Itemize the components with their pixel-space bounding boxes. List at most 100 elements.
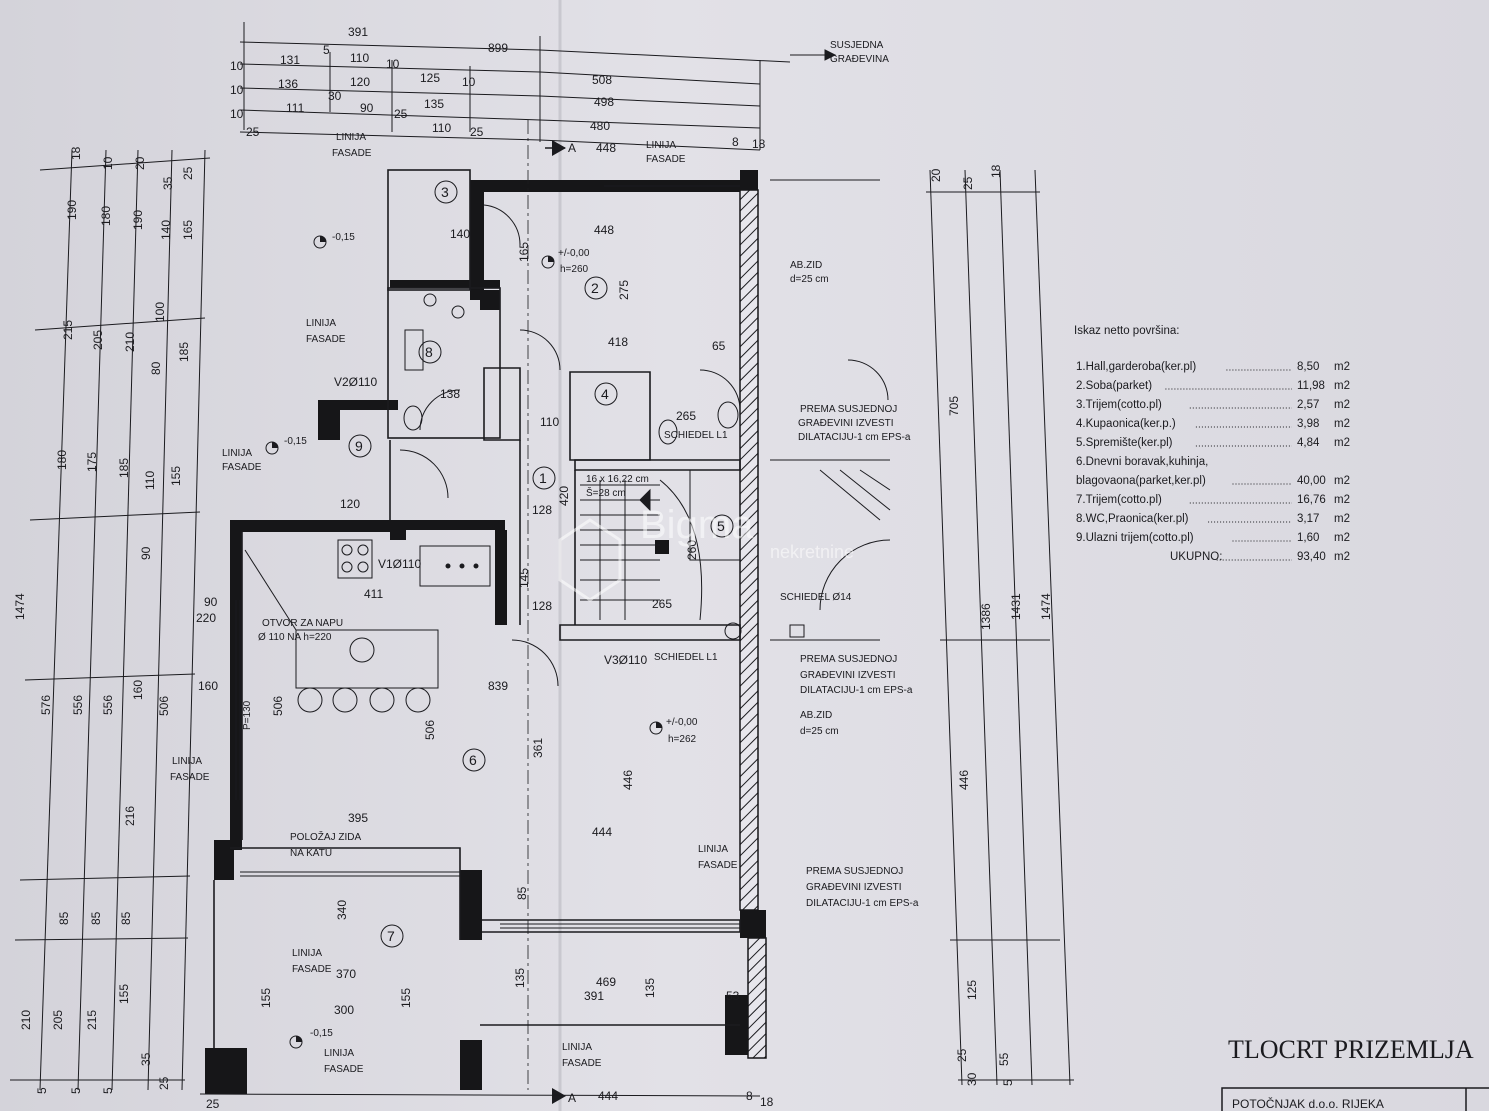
dim-label: 80 [149, 361, 163, 375]
note-stairs-1: 16 x 16,22 cm [586, 474, 649, 485]
firm-name: POTOČNJAK d.o.o. RIJEKA [1232, 1096, 1384, 1111]
sanitary-fixtures [403, 293, 805, 640]
facade-label-line1: LINIJA [562, 1042, 592, 1053]
note-otvor-1: OTVOR ZA NAPU [262, 618, 343, 629]
note-prema-2: GRAĐEVINI IZVESTI [806, 882, 902, 893]
dim-label: 361 [531, 738, 545, 758]
dim-label: 136 [278, 77, 298, 91]
wall-kitchen-top [395, 520, 505, 530]
wall-pillar-left [214, 840, 234, 880]
dim-label: 18 [69, 146, 83, 160]
dim-label: 506 [157, 696, 171, 716]
level-markers: -0,15 +/-0,00 h=260 -0,15 +/-0,00 h=262 … [265, 232, 698, 1049]
toilet [403, 405, 423, 431]
windows [235, 185, 740, 929]
dim-label: 155 [259, 988, 273, 1008]
dim-label: 128 [532, 503, 552, 517]
room-number: 5 [717, 518, 725, 534]
construction-notes: AB.ZID d=25 cm PREMA SUSJEDNOJ GRAĐEVINI… [242, 260, 919, 909]
dim-label: 444 [598, 1089, 618, 1103]
wall-bottom-mid-block [460, 1040, 482, 1090]
dim-label: 275 [617, 280, 631, 300]
dim-label: 90 [360, 101, 374, 115]
dim-label: 100 [153, 302, 167, 322]
wall-bottom-left-block [205, 1048, 247, 1094]
level-value: -0,15 [284, 436, 307, 447]
dim-label: 5 [101, 1087, 115, 1094]
dim-label: 125 [420, 71, 440, 85]
dim-label: 5 [323, 43, 330, 57]
yard-stairs [770, 179, 891, 641]
dim-label: 469 [596, 975, 616, 989]
area-row-name: 3.Trijem(cotto.pl) [1076, 399, 1162, 411]
wall-kitchen-right [495, 530, 507, 625]
dim-label: 705 [947, 396, 961, 416]
room-number-labels: 3 2 4 8 9 1 5 6 7 [355, 184, 725, 944]
dim-label: 111 [286, 101, 305, 115]
area-row-unit: m2 [1334, 475, 1350, 487]
section-mark-top: A [568, 141, 576, 155]
porch-room3-outline [387, 169, 471, 291]
dim-label: 391 [348, 25, 368, 39]
dim-label: 5 [1001, 1079, 1015, 1086]
room-number: 9 [355, 438, 363, 454]
neighbor-line-1: SUSJEDNA [830, 40, 884, 51]
dim-label: 131 [280, 53, 300, 67]
dim-label: 411 [364, 587, 383, 601]
watermark: Bigma nekretnine [558, 503, 854, 602]
stove-hob [337, 539, 373, 579]
dim-label: 55 [997, 1052, 1011, 1066]
room-number: 2 [591, 280, 599, 296]
facade-label-line1: LINIJA [306, 318, 336, 329]
title-box [1221, 1087, 1489, 1111]
dim-label: 145 [517, 568, 531, 588]
wall-wc-top [390, 280, 500, 288]
dim-label: 53 [726, 989, 740, 1003]
dim-label: 8 [732, 135, 739, 149]
area-row-name: 4.Kupaonica(ker.p.) [1076, 418, 1176, 430]
area-row-unit: m2 [1334, 532, 1350, 544]
dim-label: 135 [643, 978, 657, 998]
section-marks: A A [527, 120, 576, 1105]
facade-label-line2: FASADE [332, 148, 372, 159]
area-row-name: 2.Soba(parket) [1076, 380, 1152, 392]
top-dimension-lines [239, 22, 837, 151]
note-ab-zid: AB.ZID [790, 260, 822, 271]
room-number: 3 [441, 184, 449, 200]
note-prema-1: PREMA SUSJEDNOJ [806, 866, 903, 877]
door-swing [519, 329, 561, 371]
dim-label: 30 [328, 89, 342, 103]
dim-label: 20 [133, 156, 147, 170]
terrace-line [230, 847, 461, 940]
dim-label: 85 [57, 911, 71, 925]
door-swing [819, 539, 891, 611]
dim-label: 175 [85, 452, 99, 472]
area-row-name: 7.Trijem(cotto.pl) [1076, 494, 1162, 506]
right-dimension-lines [926, 169, 1074, 1086]
area-row-unit: m2 [1334, 418, 1350, 430]
left-dimension-lines [10, 149, 211, 1091]
area-row-value: 3,17 [1297, 513, 1319, 525]
dim-label: 18 [752, 137, 766, 151]
dim-label: 90 [204, 595, 218, 609]
note-prema-1: PREMA SUSJEDNOJ [800, 404, 897, 415]
dim-label: 395 [348, 811, 368, 825]
storage-wall [574, 459, 741, 471]
title-block: TLOCRT PRIZEMLJA POTOČNJAK d.o.o. RIJEKA [1221, 1035, 1489, 1111]
door-swing [699, 369, 741, 411]
section-mark-bottom: A [568, 1091, 576, 1105]
dim-label: 8 [746, 1089, 753, 1103]
dim-label: 25 [470, 125, 484, 139]
room-number: 8 [425, 344, 433, 360]
wc-room8-outline [387, 287, 501, 439]
area-row-name: 9.Ulazni trijem(cotto.pl) [1076, 532, 1194, 544]
level-value: +/-0,00 [558, 248, 590, 259]
dim-label: 30 [965, 1072, 979, 1086]
terrace-bottom-wall [482, 919, 741, 933]
room-number: 4 [601, 386, 609, 402]
dim-label: 65 [712, 339, 726, 353]
right-dimension-labels: 20 705 446 125 25 25 1386 55 30 18 1431 … [929, 164, 1053, 1086]
dim-label: 128 [532, 599, 552, 613]
facade-label-line2: FASADE [292, 964, 332, 975]
section-arrow-icon [552, 1088, 566, 1104]
